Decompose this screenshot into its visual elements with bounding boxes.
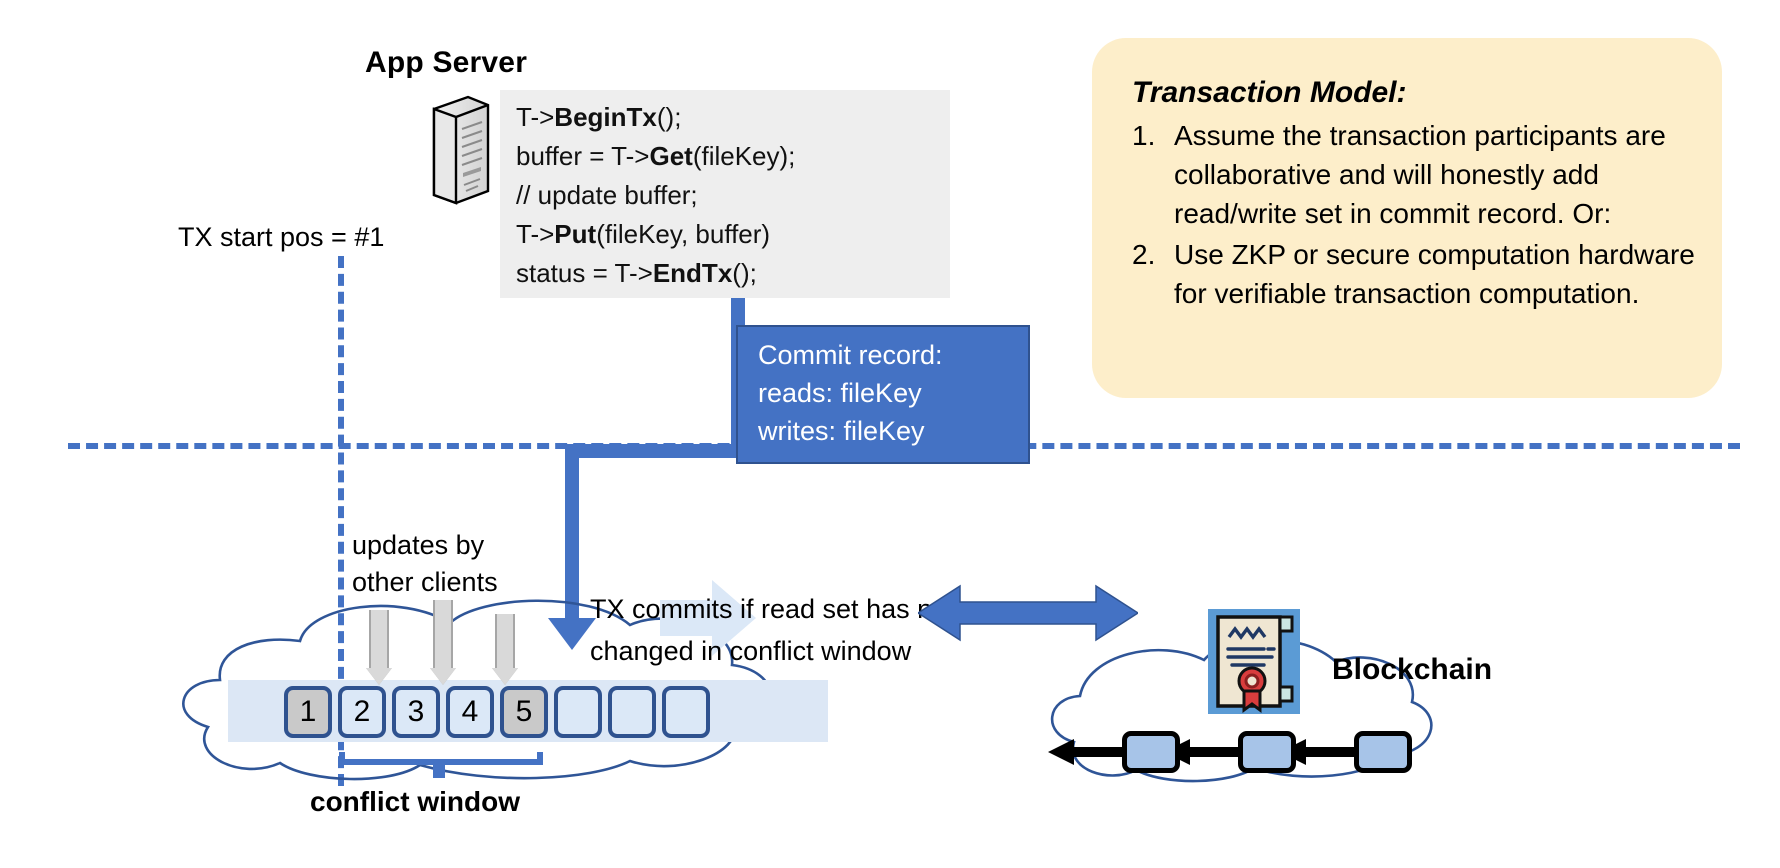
blockchain-block[interactable] (1122, 731, 1180, 773)
certificate-seal-icon (1208, 609, 1300, 714)
blockchain-label: Blockchain (1332, 653, 1493, 686)
note-item: 2. Use ZKP or secure computation hardwar… (1132, 235, 1702, 313)
log-entry[interactable] (662, 686, 710, 738)
update-arrow-icon (430, 600, 456, 685)
commit-record-reads: reads: fileKey (758, 378, 922, 408)
server-tower-icon (430, 95, 492, 205)
conflict-window-brace (338, 751, 548, 779)
code-line: // update buffer; (516, 180, 698, 210)
chain-link-arrow-icon (1280, 737, 1356, 767)
log-entry[interactable]: 3 (392, 686, 440, 738)
log-entry[interactable]: 2 (338, 686, 386, 738)
code-block: T->BeginTx(); buffer = T->Get(fileKey); … (516, 98, 946, 293)
code-line: status = T->EndTx(); (516, 258, 757, 288)
code-line: T->BeginTx(); (516, 102, 682, 132)
chain-link-arrow-icon (1164, 737, 1240, 767)
note-title: Transaction Model: (1132, 76, 1407, 109)
updates-by-other-clients-label: updates by other clients (352, 530, 498, 597)
tx-commits-condition-label: TX commits if read set has not changed i… (590, 594, 955, 666)
log-entry[interactable]: 4 (446, 686, 494, 738)
note-item-text: Assume the transaction participants are … (1174, 120, 1666, 229)
log-entries-row: 1 2 3 4 5 (284, 686, 710, 738)
code-line: T->Put(fileKey, buffer) (516, 219, 771, 249)
log-entry[interactable] (608, 686, 656, 738)
update-arrow-icon (492, 614, 518, 685)
log-entry[interactable]: 1 (284, 686, 332, 738)
tx-start-dashed-line (338, 256, 344, 786)
commit-connector-arrowhead (548, 618, 596, 650)
commit-connector-down (565, 444, 579, 634)
conflict-window-label: conflict window (310, 786, 520, 817)
update-arrow-icon (366, 610, 392, 685)
log-entry[interactable] (554, 686, 602, 738)
tx-start-pos-label: TX start pos = #1 (178, 222, 385, 252)
commit-connector-horizontal (565, 444, 745, 458)
code-line: buffer = T->Get(fileKey); (516, 141, 796, 171)
transaction-model-note (1092, 38, 1722, 398)
note-item-number: 2. (1132, 239, 1156, 270)
log-entry[interactable]: 5 (500, 686, 548, 738)
note-list: 1. Assume the transaction participants a… (1132, 116, 1702, 315)
commit-record-box: Commit record: reads: fileKey writes: fi… (736, 325, 1030, 464)
app-server-title: App Server (365, 46, 528, 79)
blockchain-block[interactable] (1354, 731, 1412, 773)
note-item-text: Use ZKP or secure computation hardware f… (1174, 239, 1695, 309)
log-continues-arrow-icon (660, 578, 760, 658)
commit-record-title: Commit record: (758, 340, 943, 370)
chain-link-arrow-icon (1048, 737, 1124, 767)
blockchain-block[interactable] (1238, 731, 1296, 773)
note-item: 1. Assume the transaction participants a… (1132, 116, 1702, 233)
commit-record-writes: writes: fileKey (758, 416, 925, 446)
code-panel (500, 90, 950, 298)
note-item-number: 1. (1132, 120, 1156, 151)
